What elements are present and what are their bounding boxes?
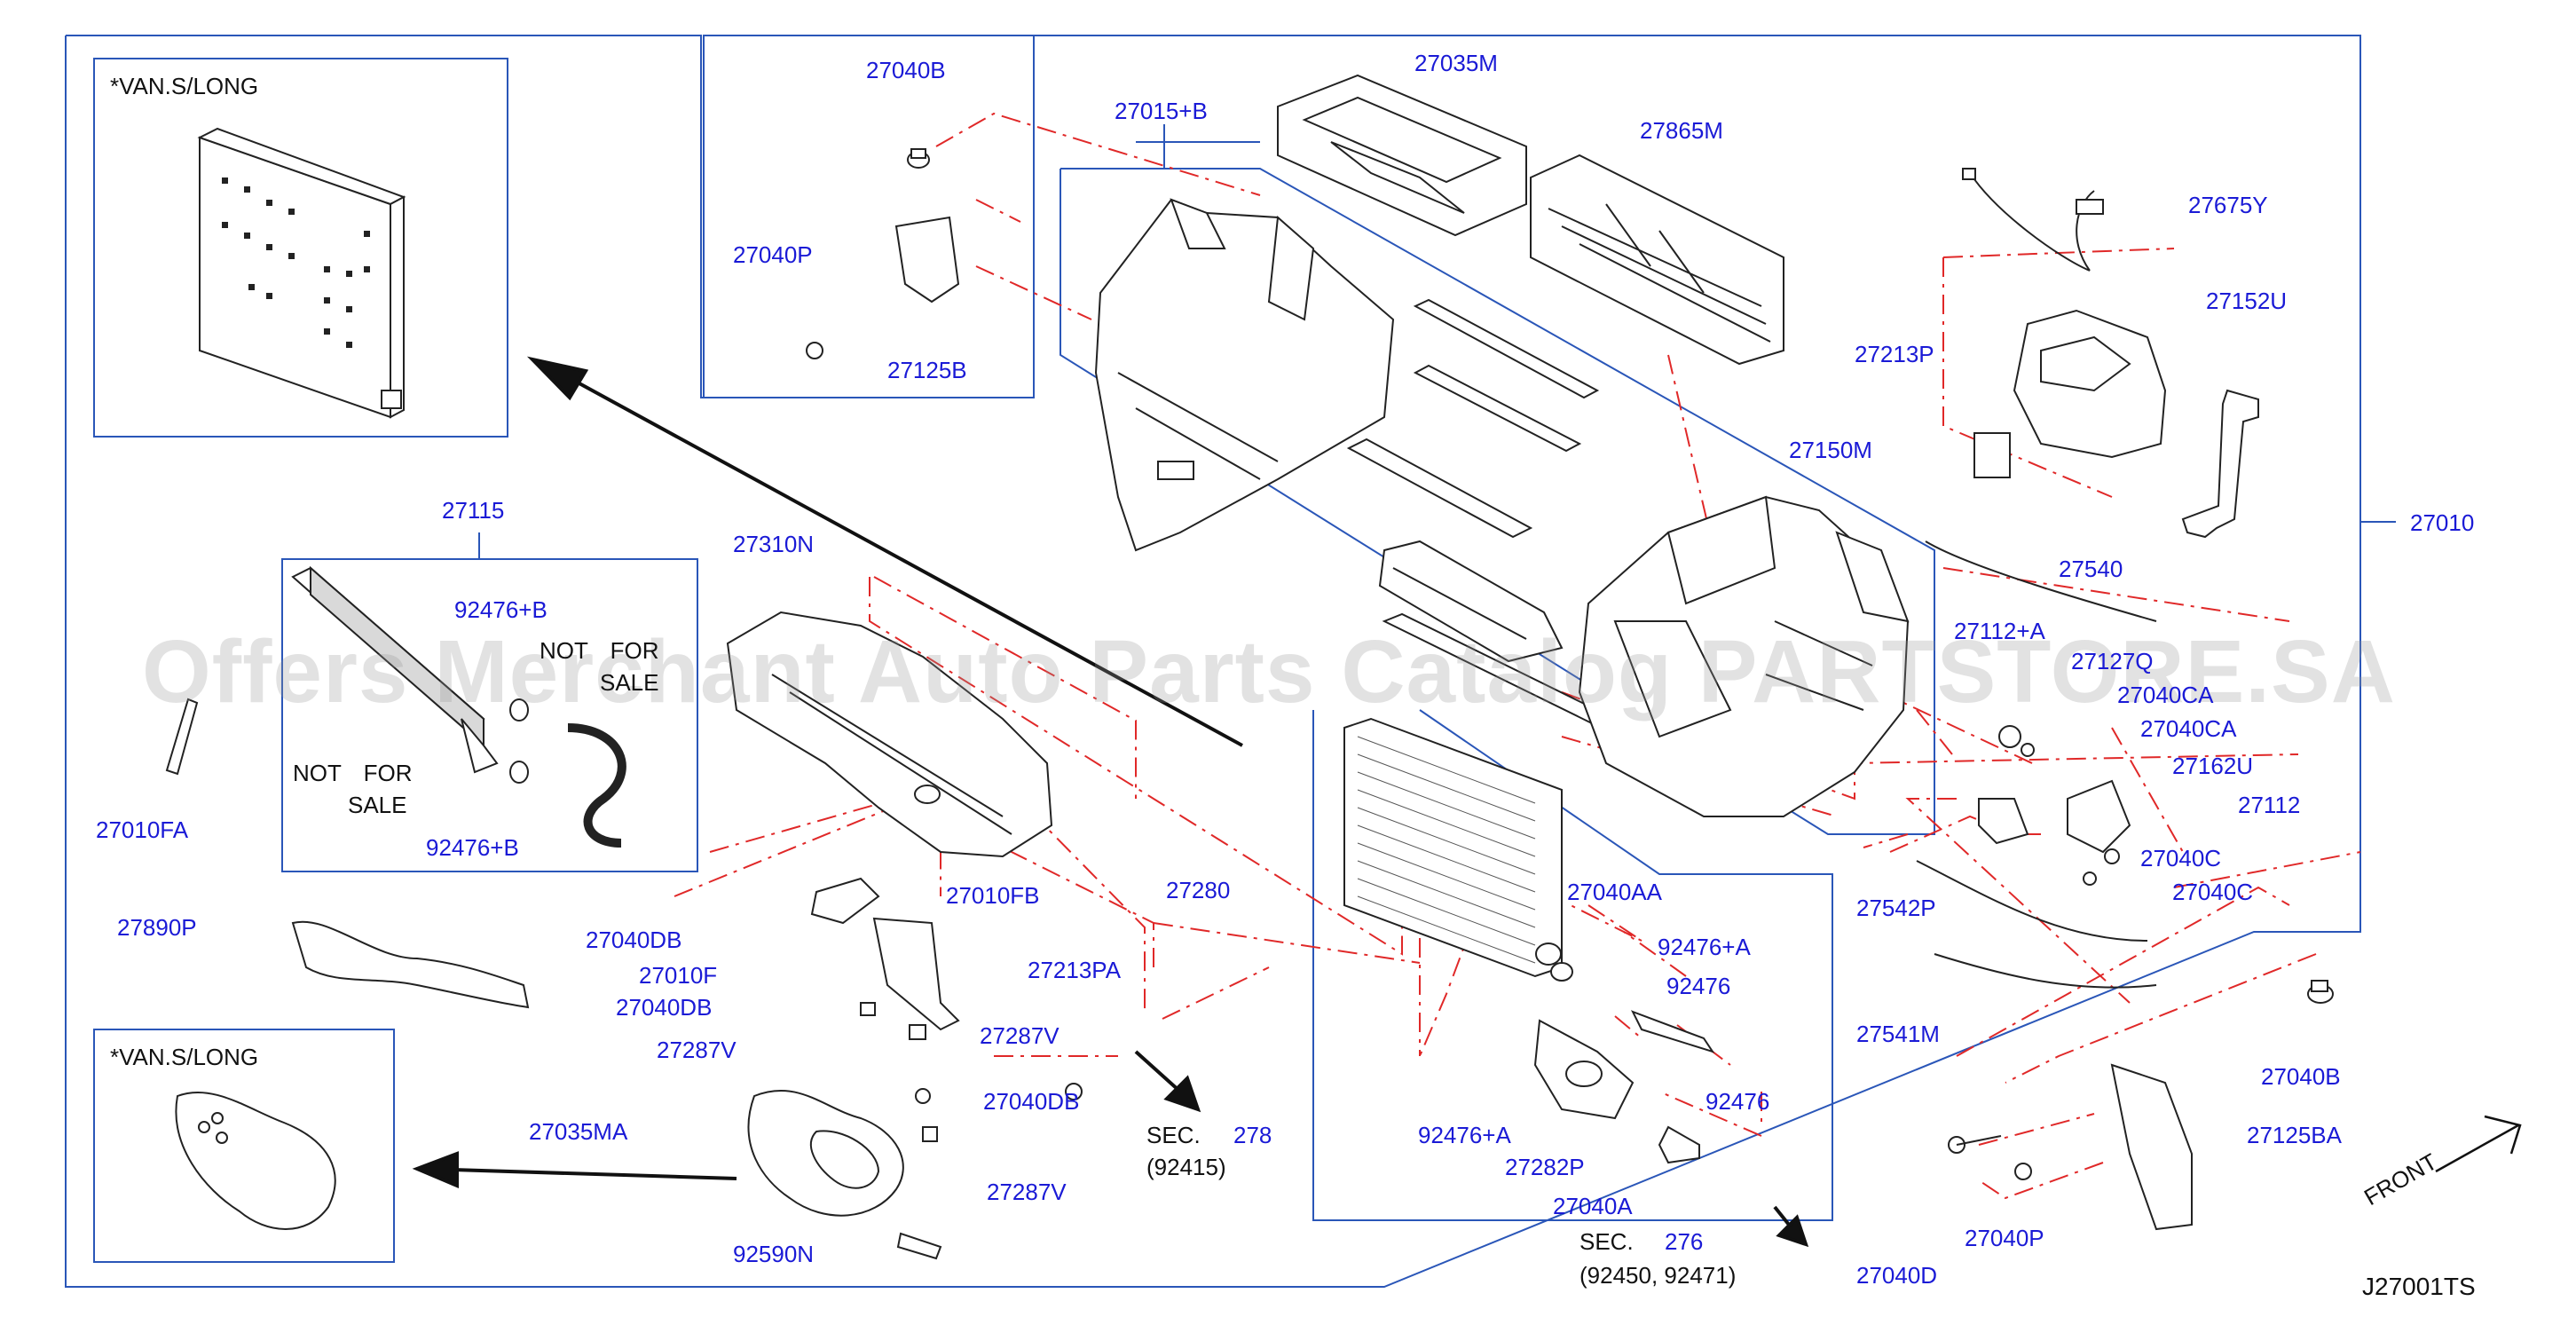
part-label-27040P-2[interactable]: 27040P <box>1965 1225 2044 1251</box>
part-label-27540[interactable]: 27540 <box>2059 556 2123 582</box>
part-27152U-sketch <box>2181 389 2259 539</box>
note-not-for-sale-2b: SALE <box>348 792 407 818</box>
part-label-27040DB-3[interactable]: 27040DB <box>983 1088 1080 1115</box>
fasteners-sketch <box>806 148 2334 1260</box>
part-label-27287V-2[interactable]: 27287V <box>980 1022 1060 1049</box>
part-drawings <box>165 74 2334 1260</box>
part-label-27010F[interactable]: 27010F <box>639 962 718 989</box>
part-27150M-sketch <box>1578 495 1910 817</box>
part-label-92476A-1[interactable]: 92476+A <box>1658 934 1751 960</box>
sec-278-title: SEC. <box>1146 1122 1201 1148</box>
part-label-27040CA-2[interactable]: 27040CA <box>2140 715 2237 742</box>
part-27890P-sketch <box>291 920 530 1009</box>
part-27675Y-sketch <box>1962 168 2104 272</box>
part-label-27127Q[interactable]: 27127Q <box>2071 648 2154 674</box>
part-label-27010[interactable]: 27010 <box>2410 509 2475 536</box>
part-label-27890P[interactable]: 27890P <box>117 914 197 941</box>
part-label-27010FA[interactable]: 27010FA <box>96 816 189 843</box>
part-label-27280[interactable]: 27280 <box>1166 877 1231 903</box>
part-label-27150M[interactable]: 27150M <box>1789 437 1872 463</box>
part-label-27040P[interactable]: 27040P <box>733 241 813 268</box>
part-label-27035MA[interactable]: 27035MA <box>529 1118 628 1145</box>
part-label-27015B[interactable]: 27015+B <box>1115 98 1208 124</box>
part-label-27287V-1[interactable]: 27287V <box>657 1037 737 1063</box>
part-label-27115[interactable]: 27115 <box>442 497 505 524</box>
part-label-27541M[interactable]: 27541M <box>1856 1021 1940 1047</box>
part-label-92476-1[interactable]: 92476 <box>1666 973 1731 999</box>
part-label-27152U[interactable]: 27152U <box>2206 288 2288 314</box>
diagram-code: J27001TS <box>2362 1273 2476 1300</box>
note-not-for-sale-1a: NOT FOR <box>540 637 659 664</box>
part-label-92476B-2[interactable]: 92476+B <box>426 834 519 861</box>
sec-278-number[interactable]: 278 <box>1233 1122 1272 1148</box>
part-label-27112[interactable]: 27112 <box>2238 792 2301 818</box>
part-label-92590N[interactable]: 92590N <box>733 1241 815 1267</box>
part-label-27040CA-1[interactable]: 27040CA <box>2117 682 2214 708</box>
heater-core-box <box>281 558 698 872</box>
part-label-27162U[interactable]: 27162U <box>2172 753 2254 779</box>
part-label-27213P[interactable]: 27213P <box>1855 341 1934 367</box>
bracket-box <box>703 35 1035 398</box>
part-label-92476A-2[interactable]: 92476+A <box>1418 1122 1511 1148</box>
part-label-27040B-2[interactable]: 27040B <box>2261 1063 2341 1090</box>
frames <box>65 35 2396 1288</box>
note-not-for-sale-1b: SALE <box>600 669 659 696</box>
part-label-27040C-1[interactable]: 27040C <box>2140 845 2222 871</box>
part-27115-sketch <box>291 565 626 848</box>
case-group-frame <box>1060 168 1935 835</box>
part-label-27282P[interactable]: 27282P <box>1505 1154 1585 1180</box>
part-label-27542P[interactable]: 27542P <box>1856 895 1936 921</box>
outer-frame <box>65 35 2361 1288</box>
note-van-long-bottom: *VAN.S/LONG <box>110 1044 259 1070</box>
evaporator-box <box>1312 709 1833 1221</box>
part-label-27865M[interactable]: 27865M <box>1640 117 1723 144</box>
part-label-27112A[interactable]: 27112+A <box>1954 618 2045 644</box>
note-van-long-top: *VAN.S/LONG <box>110 73 259 99</box>
part-27282P-sketch <box>1533 1010 1715 1164</box>
part-27213P-sketch <box>1973 309 2167 478</box>
part-label-27040B[interactable]: 27040B <box>866 57 946 83</box>
part-label-27040D[interactable]: 27040D <box>1856 1262 1938 1289</box>
part-label-27010FB[interactable]: 27010FB <box>946 882 1040 909</box>
part-label-92476-2[interactable]: 92476 <box>1706 1088 1770 1115</box>
reference-arrows <box>412 356 1809 1248</box>
sec-278-sub: (92415) <box>1146 1154 1226 1180</box>
part-label-27310N[interactable]: 27310N <box>733 531 815 557</box>
part-label-27125B[interactable]: 27125B <box>887 357 967 383</box>
part-label-27213PA[interactable]: 27213PA <box>1028 957 1122 983</box>
part-label-27040AA[interactable]: 27040AA <box>1567 879 1662 905</box>
part-27035MA-sketch <box>175 1090 904 1230</box>
part-27310N-sketch <box>726 611 1053 858</box>
part-label-27035M[interactable]: 27035M <box>1414 50 1498 76</box>
sec-276-number[interactable]: 276 <box>1665 1228 1704 1255</box>
part-label-27287V-3[interactable]: 27287V <box>987 1179 1067 1205</box>
part-label-27040C-2[interactable]: 27040C <box>2172 879 2254 905</box>
part-27015B-sketch <box>1094 198 1395 552</box>
front-arrow <box>2435 1115 2522 1173</box>
part-27213PA-sketch <box>810 877 960 1031</box>
cables-sketch <box>1916 540 2157 989</box>
part-27865M-sketch <box>1530 154 1784 366</box>
part-label-27040DB-1[interactable]: 27040DB <box>586 927 682 953</box>
part-label-27040A[interactable]: 27040A <box>1553 1193 1633 1219</box>
part-27035M-sketch <box>1277 74 1527 237</box>
part-27010FA-sketch <box>165 698 199 776</box>
sec-276-title: SEC. <box>1579 1228 1634 1255</box>
note-not-for-sale-2a: NOT FOR <box>293 760 413 786</box>
sec-276-sub: (92450, 92471) <box>1579 1262 1737 1289</box>
van-filter-panel <box>197 127 406 419</box>
van-box-bottom <box>93 1029 395 1263</box>
part-27280-sketch <box>1343 717 1573 982</box>
part-label-27040DB-2[interactable]: 27040DB <box>616 994 713 1021</box>
part-label-27125BA[interactable]: 27125BA <box>2247 1122 2342 1148</box>
van-box-top <box>93 58 508 438</box>
door-blades-sketch <box>1346 298 1618 728</box>
part-label-92476B-1[interactable]: 92476+B <box>454 596 547 623</box>
part-label-27675Y[interactable]: 27675Y <box>2188 192 2268 218</box>
